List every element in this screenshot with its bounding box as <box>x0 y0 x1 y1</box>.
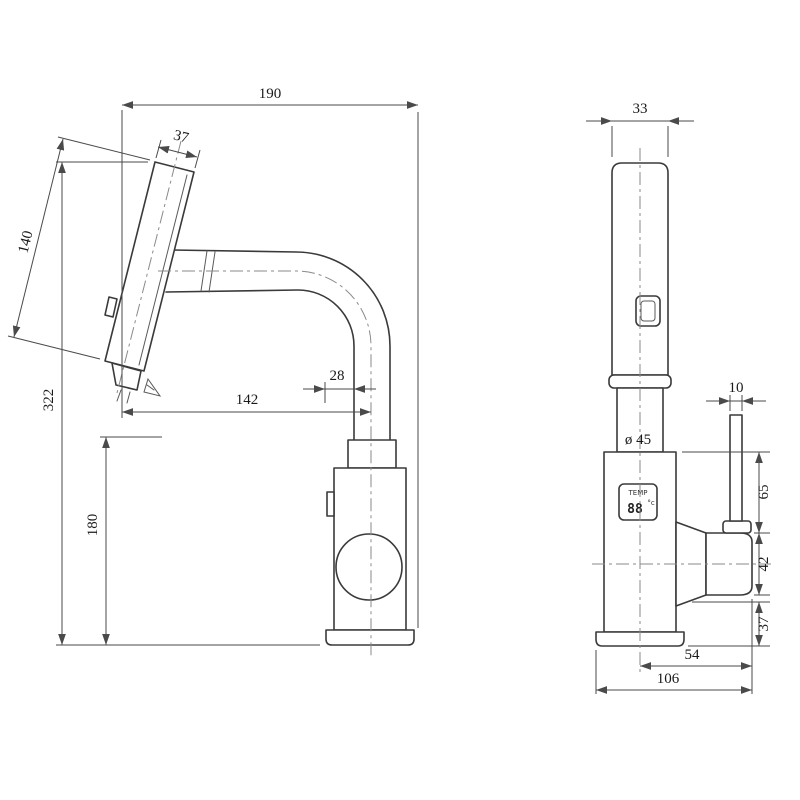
side-display-head-button <box>104 296 118 318</box>
display-temp-label: TEMP <box>628 489 648 497</box>
front-handle-stem <box>729 414 743 522</box>
side-body-neck <box>347 439 397 469</box>
front-sensor-window-inner <box>640 300 656 322</box>
dim-label-valve-height: 42 <box>756 557 772 572</box>
dim-label-body-diameter: ø 45 <box>625 432 651 448</box>
side-spout-joint-line-1 <box>200 250 208 292</box>
ext-line-37-right <box>194 149 201 169</box>
dim-label-head-length: 140 <box>16 229 37 255</box>
dim-label-handle-width: 10 <box>729 380 744 396</box>
front-view: TEMP 88 °c 33 ø 45 10 65 <box>586 101 772 694</box>
side-spout-pipe-inner-edge <box>165 289 355 441</box>
front-handle-flange <box>722 520 752 534</box>
dim-label-handle-height: 65 <box>756 485 772 500</box>
side-spout-centerline <box>158 270 372 658</box>
dim-line-37 <box>157 146 198 158</box>
dim-label-head-width: 37 <box>172 128 191 147</box>
dim-label-spout-offset: 28 <box>330 368 345 384</box>
front-temperature-display <box>618 483 658 521</box>
dim-label-overall-depth: 106 <box>657 671 680 687</box>
side-spray-line-1 <box>116 389 122 402</box>
dim-label-overall-width: 190 <box>259 86 282 102</box>
side-head-axis-centerline <box>115 140 182 398</box>
dim-line-140 <box>12 138 65 338</box>
ext-line-140-top <box>57 136 151 161</box>
side-spout-joint-line-2 <box>208 251 216 293</box>
side-view: 190 37 140 322 180 142 28 <box>7 86 419 658</box>
side-spray-angle-symbol <box>143 377 162 397</box>
dim-label-center-to-handle: 54 <box>685 647 701 663</box>
dim-label-spout-reach: 142 <box>236 392 259 408</box>
dim-label-overall-height: 322 <box>41 389 57 412</box>
front-sensor-window <box>635 295 661 327</box>
side-spray-angle-hatch <box>146 384 155 391</box>
side-spray-line-2 <box>126 391 131 404</box>
dim-label-wand-width: 33 <box>633 101 648 117</box>
side-base-plate <box>325 629 415 646</box>
side-display-head-face-line <box>138 174 188 366</box>
ext-line-140-bottom <box>7 335 101 360</box>
display-temp-unit: °c <box>647 499 655 507</box>
side-body-clip <box>326 491 335 517</box>
side-handle-knob <box>335 533 403 601</box>
dim-label-base-height: 37 <box>756 616 772 632</box>
ext-line-37-left <box>155 139 162 159</box>
dim-label-body-height: 180 <box>85 514 101 537</box>
display-temp-value: 88 <box>627 502 643 517</box>
